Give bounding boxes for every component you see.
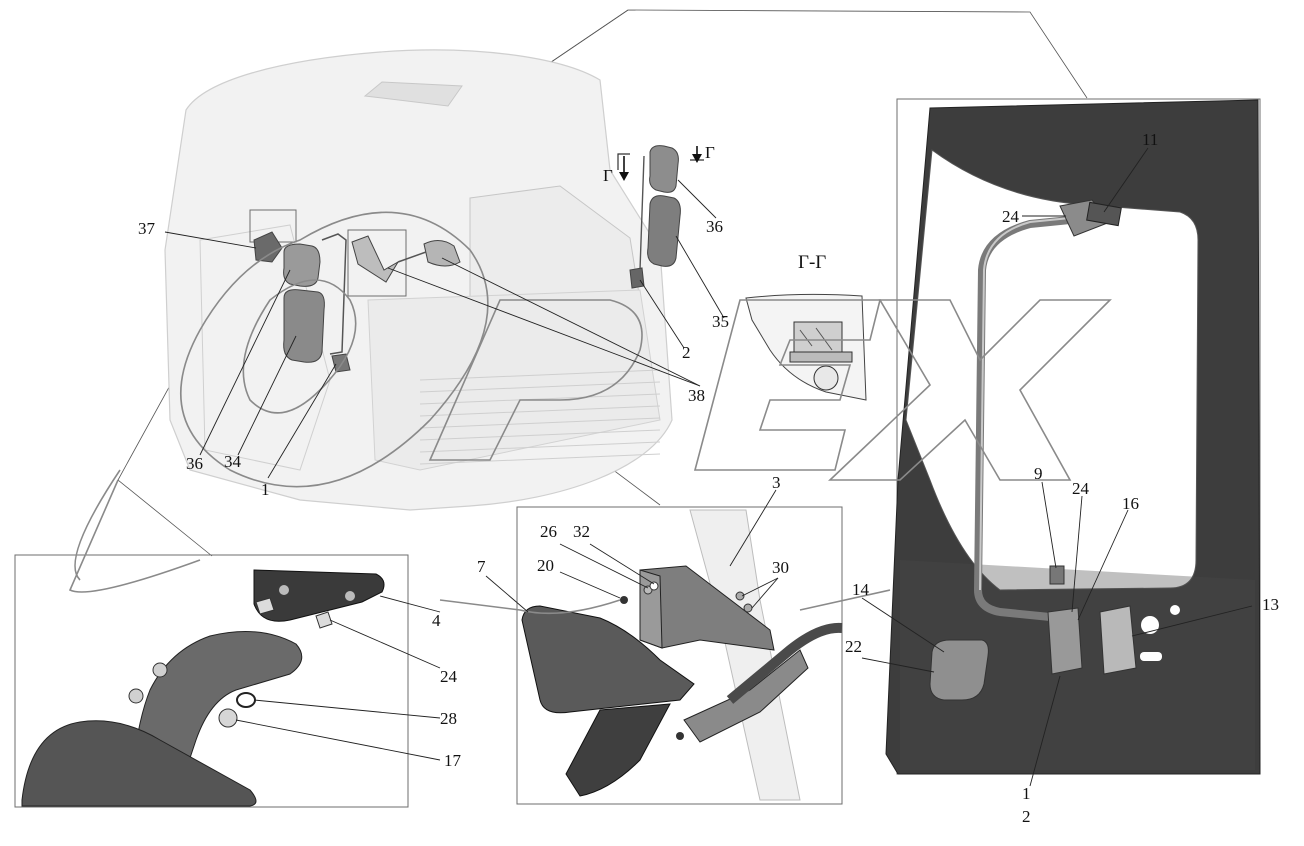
callout-28: 28 bbox=[440, 709, 457, 728]
wide-angle-mirror-37 bbox=[253, 231, 283, 263]
section-arrow-right-head bbox=[692, 154, 702, 163]
door-detail-view bbox=[885, 98, 1261, 775]
mirror-head-7-lower bbox=[565, 703, 671, 797]
lower-bracket bbox=[683, 649, 809, 743]
nut-top-1 bbox=[152, 662, 168, 678]
callout-34: 34 bbox=[224, 452, 242, 471]
section-view bbox=[745, 293, 867, 401]
callout-9: 9 bbox=[1034, 464, 1043, 483]
mirror-38-head bbox=[423, 240, 461, 267]
mirror-head-34-left bbox=[283, 289, 325, 363]
callout-24-left: 24 bbox=[440, 667, 458, 686]
callout-22-center: 22 bbox=[845, 637, 862, 656]
callout-32: 32 bbox=[573, 522, 590, 541]
callout-13: 13 bbox=[1262, 595, 1279, 614]
callout-30: 30 bbox=[772, 558, 789, 577]
callout-24-door: 24 bbox=[1072, 479, 1090, 498]
nut-17 bbox=[218, 708, 238, 728]
mirror-arm-left bbox=[321, 233, 347, 355]
center-detail-frame bbox=[516, 506, 843, 805]
washer-28 bbox=[236, 692, 256, 708]
mirror-bracket-2-right bbox=[629, 267, 645, 289]
callout-17: 17 bbox=[444, 751, 462, 770]
callout-36-left: 36 bbox=[186, 454, 203, 473]
callout-7: 7 bbox=[477, 557, 486, 576]
door-hole-2 bbox=[1170, 605, 1180, 615]
bolt-30a bbox=[735, 591, 745, 601]
plate-hole-1 bbox=[279, 585, 289, 595]
mirror-head-36-right bbox=[649, 145, 679, 193]
section-hatch-1 bbox=[799, 329, 813, 347]
section-arrow-left-head bbox=[619, 172, 629, 181]
bolt-24b bbox=[315, 611, 333, 629]
mirror-head-35-right bbox=[647, 195, 681, 267]
mounting-plate-4 bbox=[253, 569, 385, 622]
callout-4: 4 bbox=[432, 611, 441, 630]
callout-37: 37 bbox=[138, 219, 156, 238]
cab-front-panel bbox=[367, 289, 661, 471]
plate-hole-2 bbox=[345, 591, 355, 601]
left-bracket-detail bbox=[14, 554, 409, 808]
cab-door-outline bbox=[199, 224, 331, 471]
hinge-plate-13 bbox=[1099, 605, 1137, 675]
detail-frame-left-bracket bbox=[347, 229, 407, 297]
section-mark-left: Г bbox=[603, 166, 613, 185]
mirror-tube-arm-highlight bbox=[979, 217, 1071, 591]
center-bracket-detail bbox=[516, 506, 843, 805]
callout-14: 14 bbox=[852, 580, 870, 599]
callout-3: 3 bbox=[772, 473, 781, 492]
nut-top-2 bbox=[128, 688, 144, 704]
upper-plate-11 bbox=[1086, 201, 1122, 227]
bolt-9 bbox=[1049, 565, 1065, 585]
section-tube bbox=[813, 365, 839, 391]
mirror-head-36-left bbox=[283, 243, 321, 287]
callout-36-right: 36 bbox=[706, 217, 723, 236]
callout-16: 16 bbox=[1122, 494, 1139, 513]
callout-11: 11 bbox=[1142, 130, 1158, 149]
door-hole-1 bbox=[1141, 616, 1159, 634]
callout-1-left: 1 bbox=[261, 480, 270, 499]
callout-2-door: 2 bbox=[1022, 807, 1031, 826]
door-slot bbox=[1140, 652, 1162, 661]
section-mark-right: Г bbox=[705, 143, 715, 162]
bolt-24 bbox=[255, 597, 275, 615]
bolt-20 bbox=[620, 596, 628, 604]
mirror-head-14 bbox=[929, 639, 989, 701]
section-clamp bbox=[793, 321, 843, 357]
bolt-22 bbox=[676, 732, 684, 740]
section-bolt bbox=[789, 351, 853, 363]
washer-32 bbox=[649, 581, 659, 591]
callout-38: 38 bbox=[688, 386, 705, 405]
hinge-bracket-16 bbox=[1047, 607, 1083, 675]
left-detail-frame bbox=[14, 554, 409, 808]
section-hatch-2 bbox=[815, 327, 833, 351]
cab-roof-hatch bbox=[363, 81, 463, 107]
callout-2-right: 2 bbox=[682, 343, 691, 362]
callout-26: 26 bbox=[540, 522, 557, 541]
callout-35: 35 bbox=[712, 312, 729, 331]
callout-24-door-top: 24 bbox=[1002, 207, 1020, 226]
callout-1-door: 1 bbox=[1022, 784, 1031, 803]
section-title: Г-Г bbox=[798, 252, 826, 273]
callout-labels: 37 36 34 1 38 36 35 2 4 24 28 17 3 26 32… bbox=[138, 130, 1279, 826]
mirror-38-rod bbox=[397, 251, 427, 263]
leader-lines bbox=[164, 147, 1253, 787]
callout-20: 20 bbox=[537, 556, 554, 575]
mirror-head-7 bbox=[521, 605, 695, 714]
bolt-30b bbox=[743, 603, 753, 613]
cab-shell-piece bbox=[21, 720, 257, 807]
mirror-tube-center bbox=[726, 622, 843, 704]
mirror-tube-arm bbox=[974, 216, 1071, 622]
cab-assembly-view bbox=[164, 49, 704, 511]
